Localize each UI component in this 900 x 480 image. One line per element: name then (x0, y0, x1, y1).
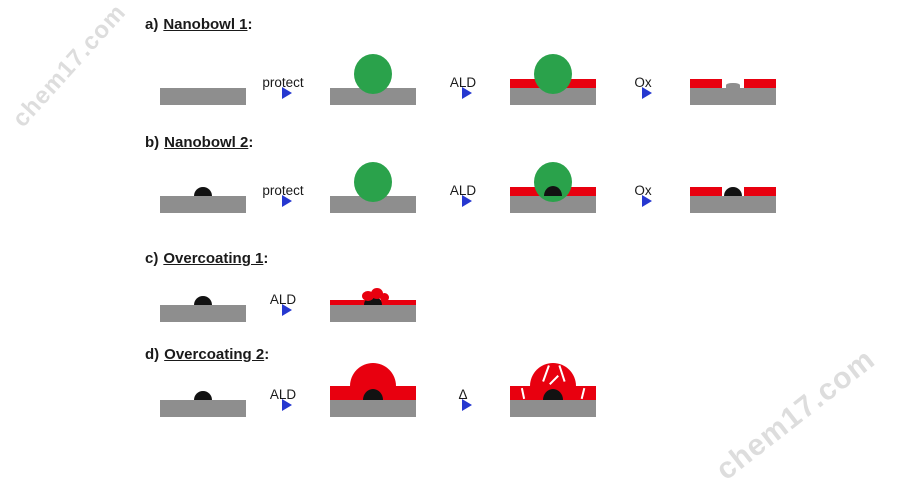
d2-substrate (330, 400, 416, 417)
c2-substrate (330, 305, 416, 322)
b3-substrate (510, 196, 596, 213)
b3-mask-particle (534, 162, 572, 202)
arrow-b-protect: protect (252, 182, 314, 200)
row-label-a-colon: : (247, 16, 253, 33)
b4-film-left (690, 187, 722, 196)
arrow-d-anneal: Δ (432, 386, 494, 404)
a3-substrate (510, 88, 596, 105)
b1-particle (194, 187, 212, 196)
arrow-c-ald: ALD (252, 291, 314, 309)
a4-substrate (690, 88, 776, 105)
arrow-a-protect: protect (252, 74, 314, 92)
a4-film-left (690, 79, 722, 88)
row-label-d-colon: : (264, 346, 270, 363)
a4-bowl-residue (726, 83, 740, 88)
c1-particle (194, 296, 212, 305)
row-label-b-prefix: b) (145, 134, 160, 151)
a2-mask-particle (354, 54, 392, 94)
d3-film-dome (530, 363, 576, 386)
c2-coating-blob (371, 288, 383, 299)
c2-coating-blob (362, 291, 374, 301)
arrow-d-anneal-label: Δ (458, 387, 468, 402)
row-label-a: a)Nanobowl 1: (145, 16, 253, 33)
a1-substrate (160, 88, 246, 105)
d1-particle (194, 391, 212, 400)
b2-mask-particle (354, 162, 392, 202)
arrow-b-protect-label: protect (262, 183, 304, 198)
arrow-b-ald: ALD (432, 182, 494, 200)
c2-particle (364, 296, 382, 305)
b4-particle (724, 187, 742, 196)
row-label-b-colon: : (248, 134, 254, 151)
b3-particle (544, 186, 562, 196)
d1-substrate (160, 400, 246, 417)
row-label-b-name: Nanobowl 2 (164, 134, 249, 151)
d2-particle (363, 389, 383, 400)
d3-substrate (510, 400, 596, 417)
row-label-c: c)Overcoating 1: (145, 250, 268, 267)
row-label-d-name: Overcoating 2 (164, 346, 265, 363)
b1-substrate (160, 196, 246, 213)
row-label-c-name: Overcoating 1 (163, 250, 264, 267)
row-label-b: b)Nanobowl 2: (145, 134, 253, 151)
watermark-top-left: chem17.com (7, 0, 132, 133)
b2-substrate (330, 196, 416, 213)
b4-film-right (744, 187, 776, 196)
arrow-d-ald: ALD (252, 386, 314, 404)
row-label-c-colon: : (263, 250, 269, 267)
arrow-a-ox: Ox (612, 74, 674, 92)
arrow-b-ox: Ox (612, 182, 674, 200)
d3-particle (543, 389, 563, 400)
a3-mask-particle (534, 54, 572, 94)
row-label-d-prefix: d) (145, 346, 160, 363)
a4-film-right (744, 79, 776, 88)
a2-substrate (330, 88, 416, 105)
watermark-bottom-right: chem17.com (709, 342, 882, 480)
row-label-a-prefix: a) (145, 16, 159, 33)
c2-coating-blob (380, 293, 389, 302)
c1-substrate (160, 305, 246, 322)
arrow-a-ald: ALD (432, 74, 494, 92)
b4-substrate (690, 196, 776, 213)
d2-film-dome (350, 363, 396, 386)
arrow-a-protect-label: protect (262, 75, 304, 90)
row-label-d: d)Overcoating 2: (145, 346, 269, 363)
row-label-c-prefix: c) (145, 250, 159, 267)
row-label-a-name: Nanobowl 1 (163, 16, 248, 33)
